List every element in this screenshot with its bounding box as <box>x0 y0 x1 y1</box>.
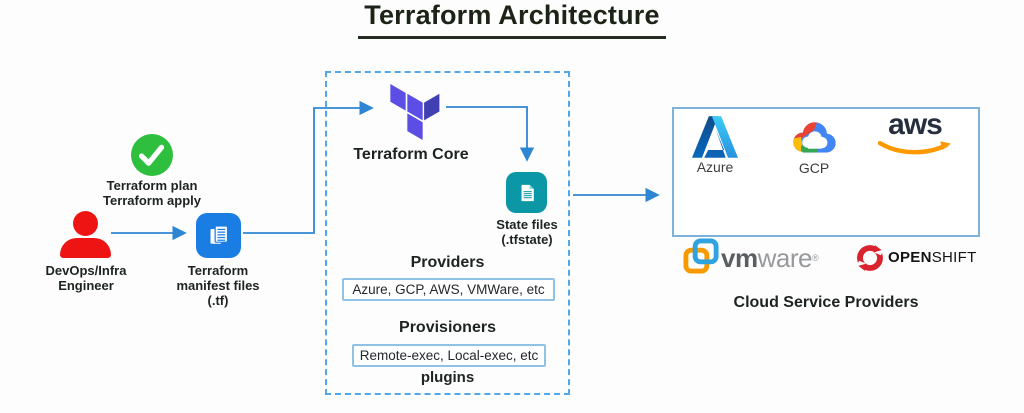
provisioners-heading: Provisioners <box>399 319 496 336</box>
manifest-files-icon <box>196 213 241 258</box>
state-files-icon <box>506 172 547 213</box>
gcp-label: GCP <box>798 160 830 176</box>
engineer-icon <box>73 211 98 236</box>
cloud-providers-box <box>672 107 980 237</box>
terraform-core-label: Terraform Core <box>353 146 469 163</box>
vmware-logo-icon <box>683 238 720 280</box>
plugins-label: plugins <box>420 369 475 386</box>
page-title: Terraform Architecture <box>0 0 1024 39</box>
providers-heading: Providers <box>410 254 485 271</box>
openshift-wordmark: OPENSHIFT <box>888 249 977 266</box>
openshift-logo-icon <box>855 243 885 278</box>
check-circle-icon <box>131 134 173 176</box>
terraform-core-box <box>325 71 570 395</box>
gcp-logo-icon <box>788 117 840 162</box>
terraform-logo-icon <box>386 84 444 145</box>
plan-apply-caption: Terraform plan Terraform apply <box>102 178 201 208</box>
aws-wordmark: aws <box>888 108 943 141</box>
azure-logo-icon <box>692 116 738 163</box>
engineer-label: DevOps/Infra Engineer <box>45 263 127 293</box>
azure-label: Azure <box>696 159 734 175</box>
manifest-files-label: Terraform manifest files (.tf) <box>176 263 260 308</box>
cloud-providers-caption: Cloud Service Providers <box>733 294 919 311</box>
aws-logo: aws <box>877 108 952 163</box>
state-files-label: State files (.tfstate) <box>496 217 558 247</box>
aws-smile-icon <box>877 140 952 155</box>
provisioners-list: Remote-exec, Local-exec, etc <box>352 344 546 367</box>
providers-list: Azure, GCP, AWS, VMWare, etc <box>342 278 555 301</box>
vmware-wordmark: vmware® <box>721 243 819 273</box>
engineer-icon-body <box>60 238 111 258</box>
